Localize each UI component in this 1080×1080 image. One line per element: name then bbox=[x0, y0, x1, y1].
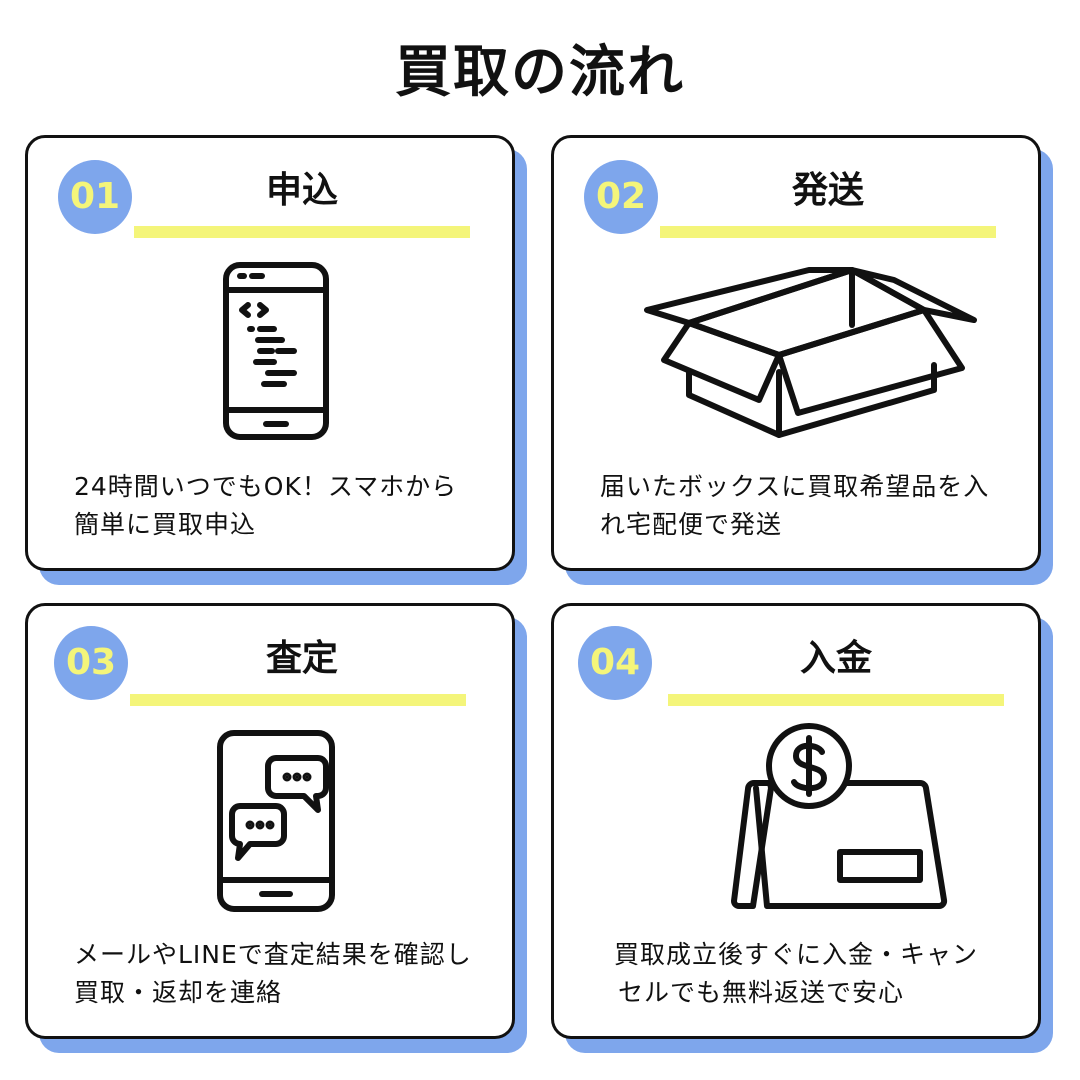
step-title: 入金 bbox=[799, 638, 872, 679]
description-line: 買取・返却を連絡 bbox=[74, 978, 283, 1007]
step-card-payment: 04 入金 買取成立後すぐに入金・キャン セルでも無料返送で安心 bbox=[551, 603, 1053, 1053]
description-line: 24時間いつでもOK！スマホから bbox=[74, 472, 458, 501]
step-number-badge: 02 bbox=[584, 160, 658, 234]
smartphone-chat-icon bbox=[68, 718, 472, 918]
title-underline bbox=[668, 694, 1004, 706]
step-number-badge: 01 bbox=[58, 160, 132, 234]
step-number-badge: 04 bbox=[578, 626, 652, 700]
description-line: 簡単に買取申込 bbox=[74, 510, 257, 539]
step-description: 届いたボックスに買取希望品を入 れ宅配便で発送 bbox=[600, 468, 1000, 544]
dollar-coin-register-icon bbox=[594, 718, 998, 918]
smartphone-code-icon bbox=[68, 250, 472, 450]
step-title: 査定 bbox=[265, 638, 338, 679]
open-box-icon bbox=[594, 250, 998, 450]
card-body: 01 申込 24時間いつ bbox=[25, 135, 515, 571]
step-card-assessment: 03 査定 メールやLINEで査定結果を確認し 買取・返却を連絡 bbox=[25, 603, 527, 1053]
title-underline bbox=[660, 226, 996, 238]
card-body: 03 査定 メールやLINEで査定結果を確認し 買取・返却を連絡 bbox=[25, 603, 515, 1039]
step-title: 発送 bbox=[791, 170, 864, 211]
card-body: 04 入金 買取成立後すぐに入金・キャン セルでも無料返送で安心 bbox=[551, 603, 1041, 1039]
description-line: 届いたボックスに買取希望品を入 bbox=[600, 472, 990, 501]
page-title: 買取の流れ bbox=[395, 40, 685, 105]
step-card-ship: 02 発送 届いたボックスに買取希望品を入 れ宅配便で発送 bbox=[551, 135, 1053, 585]
description-line: 買取成立後すぐに入金・キャン bbox=[613, 940, 978, 969]
title-underline bbox=[134, 226, 470, 238]
step-card-apply: 01 申込 24時間いつ bbox=[25, 135, 527, 585]
description-line: メールやLINEで査定結果を確認し bbox=[74, 940, 472, 969]
step-number-badge: 03 bbox=[54, 626, 128, 700]
title-underline bbox=[130, 694, 466, 706]
step-description: メールやLINEで査定結果を確認し 買取・返却を連絡 bbox=[74, 936, 474, 1012]
step-description: 24時間いつでもOK！スマホから 簡単に買取申込 bbox=[74, 468, 474, 544]
description-line: れ宅配便で発送 bbox=[600, 510, 783, 539]
step-title: 申込 bbox=[265, 170, 338, 211]
step-description: 買取成立後すぐに入金・キャン セルでも無料返送で安心 bbox=[594, 936, 998, 1012]
description-line: セルでも無料返送で安心 bbox=[618, 978, 905, 1007]
card-body: 02 発送 届いたボックスに買取希望品を入 れ宅配便で発送 bbox=[551, 135, 1041, 571]
